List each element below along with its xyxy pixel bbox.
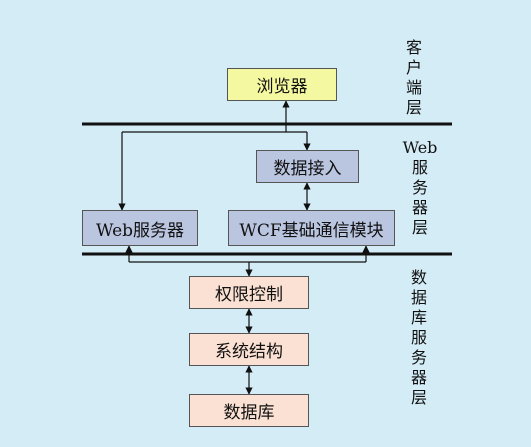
web-server-box: Web服务器 [82,210,198,246]
db-layer-label: 数据库服务器层 [410,268,427,407]
browser-box: 浏览器 [227,68,337,101]
wcf-module-box: WCF基础通信模块 [228,210,395,246]
system-structure-box: 系统结构 [189,333,309,366]
database-box: 数据库 [189,394,309,427]
web-layer-label-line2: 服务器层 [411,158,428,237]
data-access-box: 数据接入 [256,150,359,183]
permission-control-box: 权限控制 [189,276,309,309]
web-layer-label-line1: Web [402,138,438,157]
client-layer-label: 客户端层 [405,38,422,117]
web-layer-label: Web 服务器层 [398,138,442,238]
